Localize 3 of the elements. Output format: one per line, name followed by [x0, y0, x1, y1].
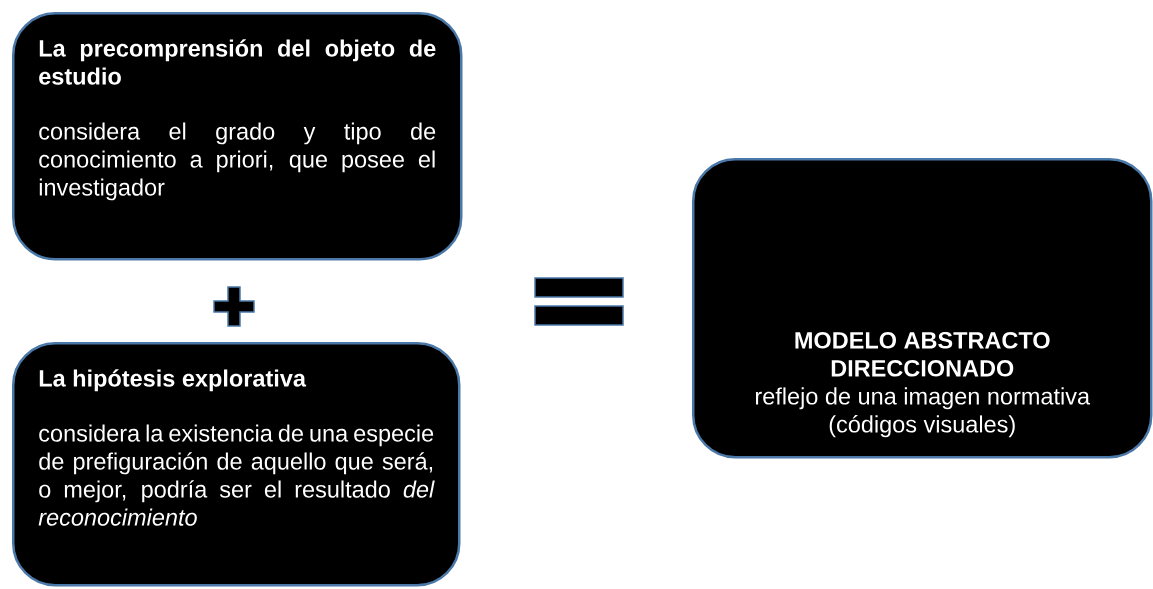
text-box: La hipótesis explorativa considera la existencia de una especie de prefiguración de aquello que será, o mejor, podría ser el resultado del reconocimiento: [12, 342, 461, 587]
text-box: La precomprensión del objeto de estudio considera el grado y tipo de conocimiento a priori, que posee el investigador: [12, 12, 463, 261]
text-box: MODELO ABSTRACTO DIRECCIONADO reflejo de una imagen normativa (códigos visuales): [692, 158, 1153, 459]
